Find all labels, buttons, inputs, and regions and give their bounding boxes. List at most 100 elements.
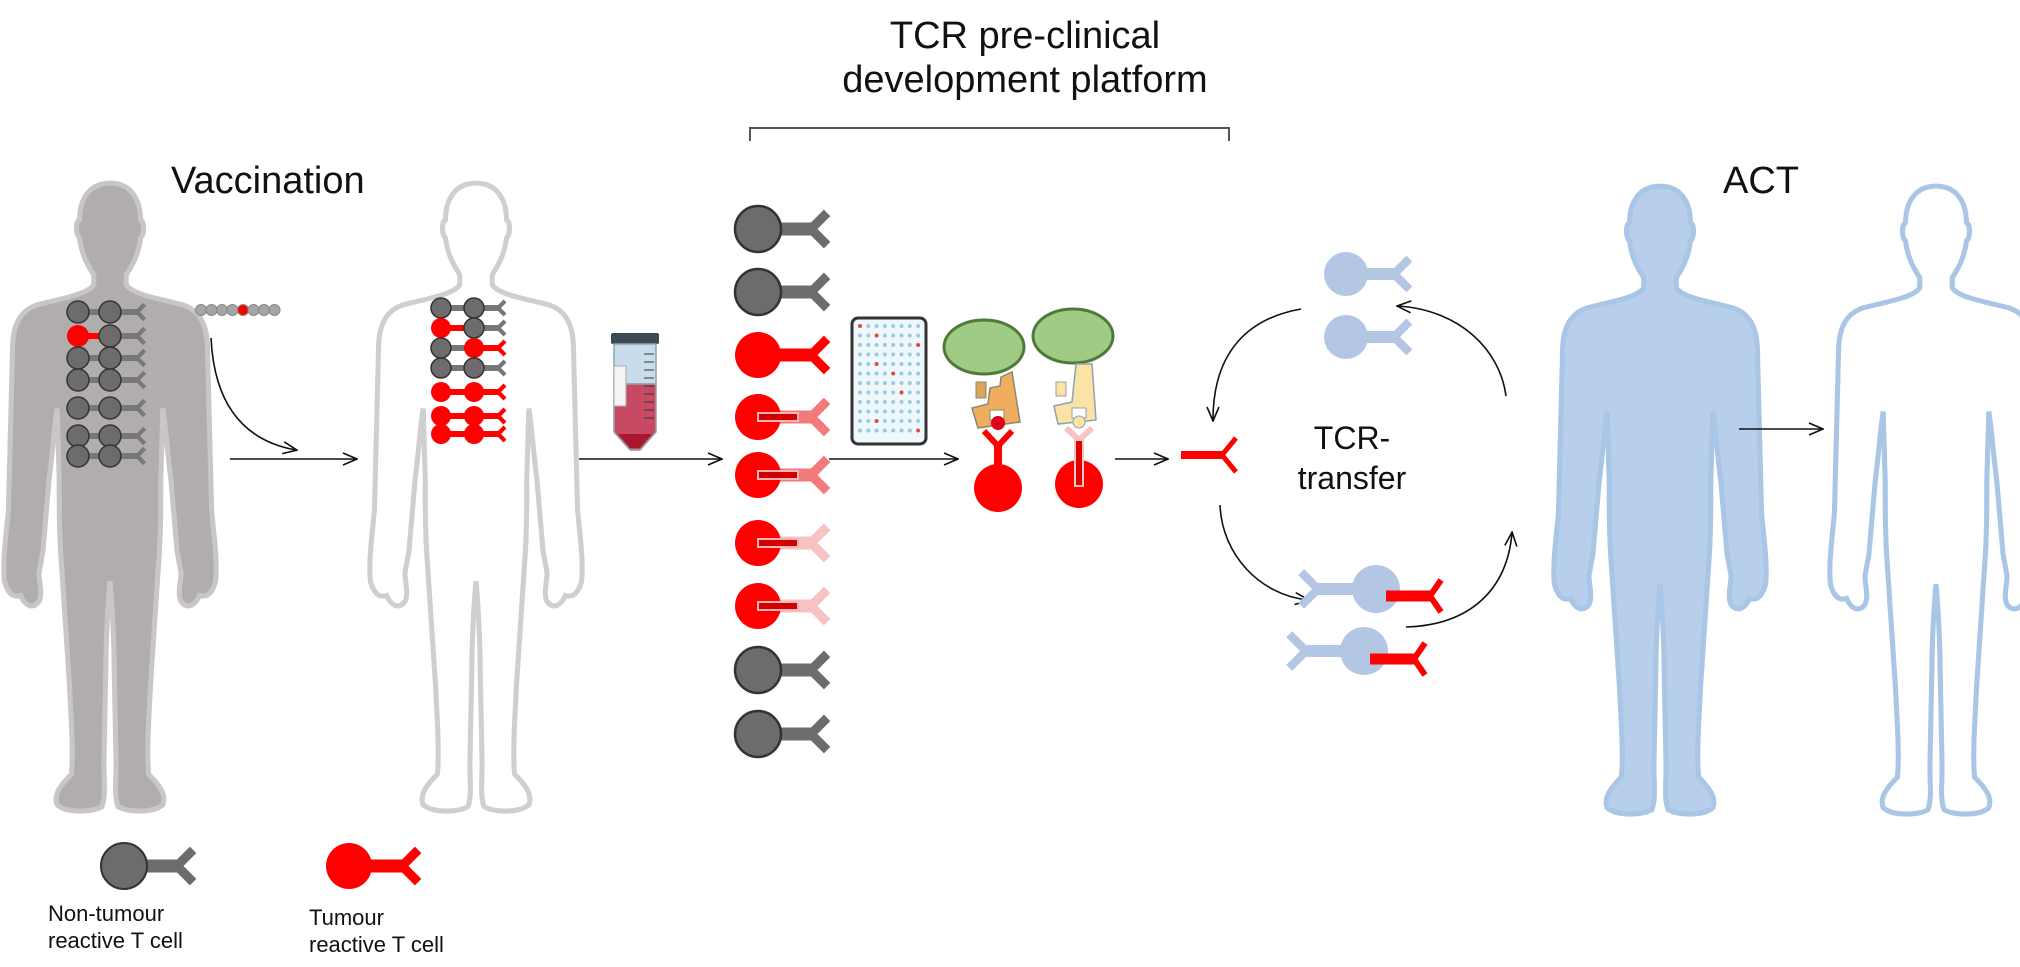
plate-well [907,371,912,376]
plate-well [858,381,862,385]
vaccine-bead [268,304,281,316]
plate-well [891,400,896,404]
plate-well [907,428,912,433]
non-tumour-tcell-icon [733,709,831,759]
vaccine-bead [216,304,228,316]
vaccination-label: Vaccination [171,160,365,202]
plate-well [907,400,912,404]
vaccine-bead [247,304,260,316]
plate-well [874,352,879,357]
plate-well [882,381,887,385]
plate-well [882,324,887,328]
plate-well [907,362,912,366]
plate-well [891,390,896,395]
non-tumour-tcell-icon [98,396,147,420]
act-recipient-body [1830,186,2020,814]
tcr-transfer-line2: transfer [1297,460,1407,496]
non-tumour-tcell-icon [98,324,147,348]
plate-well [907,419,912,423]
plate-well [874,324,879,328]
tumour-tcell-icon [464,406,507,426]
plate-well [858,371,862,376]
plate-well [866,381,871,385]
platform-title-line2: development platform [842,59,1208,101]
plate-well [899,400,904,404]
plate-well [916,400,921,404]
plate-well [874,343,879,347]
plate-well [891,333,896,338]
tumour-tcell-icon [464,424,507,444]
pmhc-tcr-binding-strong [942,318,1026,512]
non-tumour-tcell-icon [98,444,147,468]
plate-well [916,352,921,357]
cycle-arrow-bottom-left [1219,504,1308,600]
cycle-arrow-top-right [1398,306,1507,397]
plate-well [907,390,912,395]
plate-well [866,352,871,357]
plate-well [891,428,896,433]
plate-well [874,400,879,404]
plate-well [866,371,871,376]
post-vaccination-tcell-cluster [430,297,507,444]
plate-well [916,333,921,338]
plate-well [916,419,921,423]
plate-well [858,362,862,366]
plate-well [907,381,912,385]
plate-well [866,400,871,404]
plate-well [858,419,862,423]
plate-well [874,428,879,433]
plate-well [899,324,904,328]
plate-well [907,352,912,357]
plate-well [858,400,862,404]
plate-well [882,333,887,338]
plate-well [874,409,879,414]
plate-well [882,390,887,395]
tcr-chain [757,412,799,422]
plate-well [899,333,904,338]
tcr-chain [757,538,799,548]
legend-tumour-tcell-icon [326,843,422,889]
non-tumour-tcell-icon [733,267,831,317]
plate-well [899,390,904,395]
plate-well [899,381,904,385]
plate-well [866,324,871,328]
patient-body-after-vaccination [370,183,582,811]
legend-tumour-line1: Tumour [309,905,384,930]
tumour-tcell-icon [464,382,507,402]
plate-well [882,371,887,376]
plate-well [916,381,921,385]
plate-well [916,428,921,433]
non-tumour-tcell-icon [463,357,507,379]
plate-well [891,419,896,423]
non-tumour-tcell-icon [98,368,147,392]
legend-icons [100,842,422,890]
tcr-chain [757,601,799,611]
plate-well [882,400,887,404]
plate-well [899,409,904,414]
vaccine-bead [195,304,207,316]
tcr-transfer-line1: TCR- [1313,420,1391,456]
isolated-tcr-icon [1181,436,1238,474]
plate-well [907,409,912,414]
tcr-transfer-label: TCR- transfer [1282,418,1422,498]
plate-well [899,371,904,376]
plate-well [866,343,871,347]
tumour-tcell-icon-strong [735,332,831,378]
vaccine-bead [205,304,218,316]
plate-well [858,409,862,414]
platform-title: TCR pre-clinical development platform [830,14,1220,102]
plate-well [874,333,879,338]
plate-well [916,324,921,328]
cycle-arrow-bottom-right [1405,533,1512,628]
non-tumour-tcell-icon [98,346,147,370]
legend-tumour-line2: reactive T cell [309,932,444,957]
plate-well [891,343,896,347]
plate-well [858,352,862,357]
plate-well [874,362,879,366]
plate-well [891,409,896,414]
plate-well [899,428,904,433]
plate-well [874,381,879,385]
plate-well [891,381,896,385]
plate-well [916,343,921,347]
